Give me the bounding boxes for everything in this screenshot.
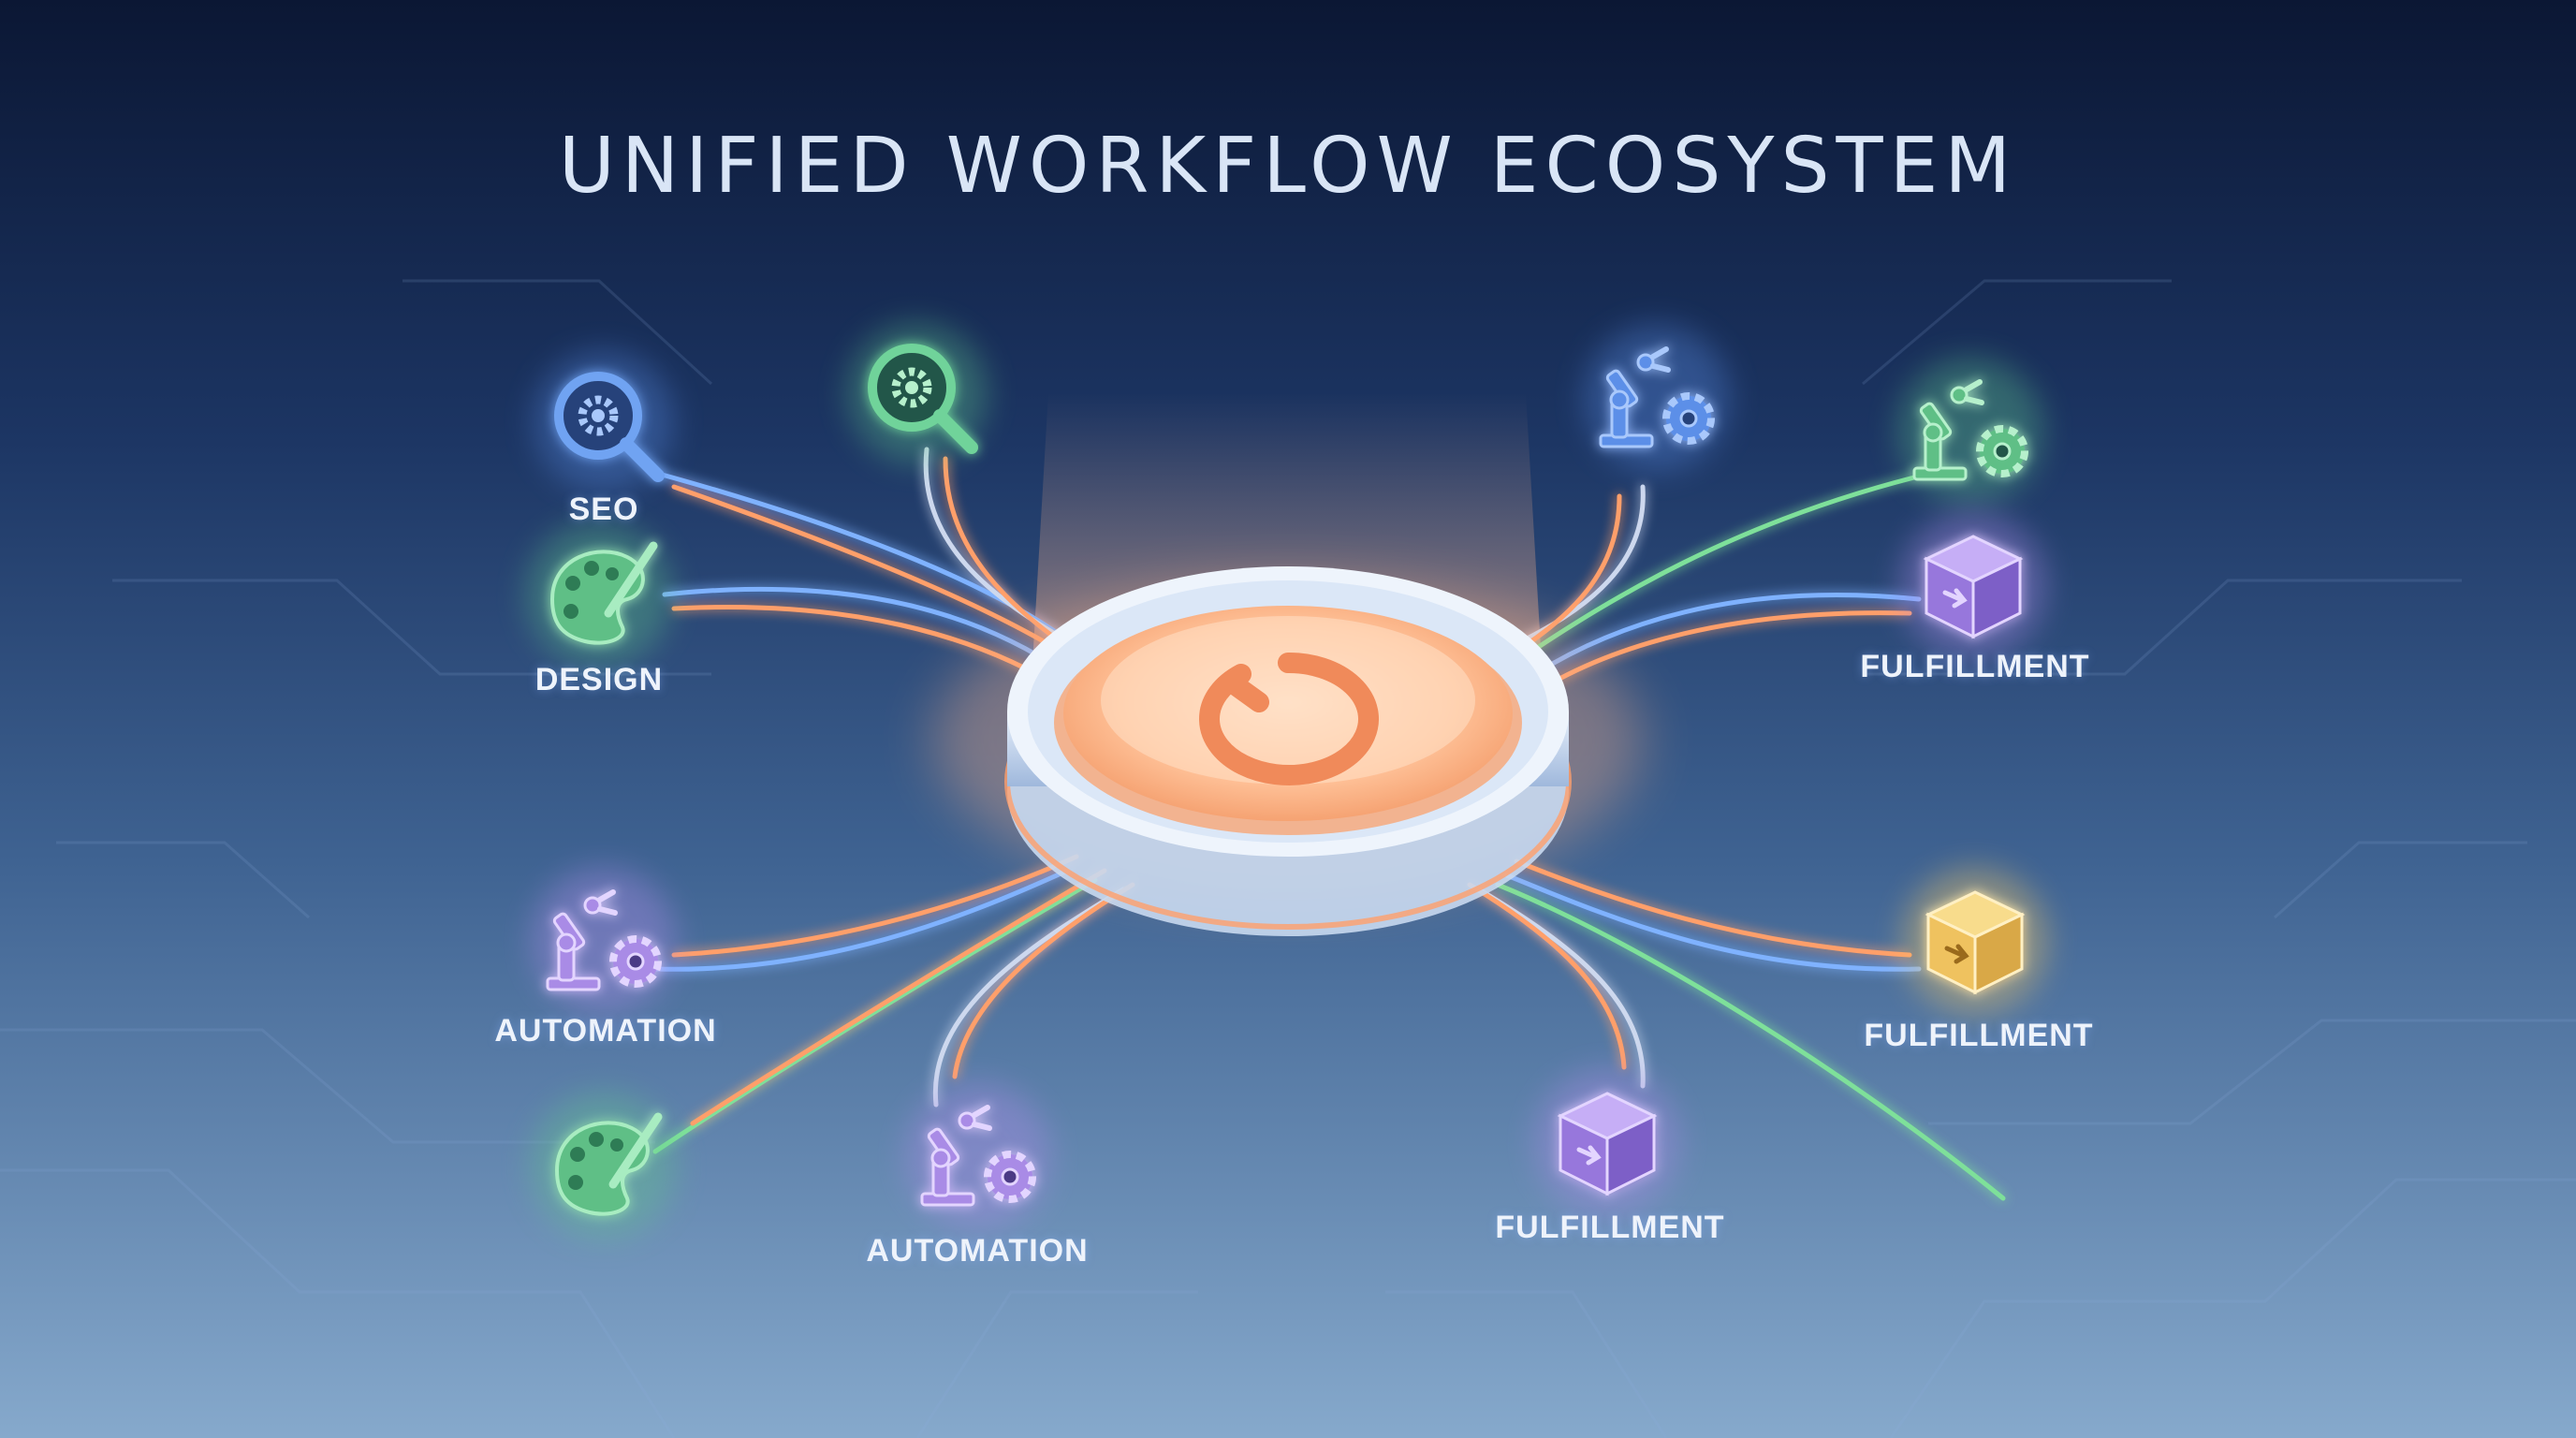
- package-box-icon: [1557, 1092, 1658, 1196]
- central-hub[interactable]: [932, 566, 1644, 936]
- package-box-icon: [1925, 890, 2026, 995]
- node-automation-top-right[interactable]: [1897, 358, 2043, 504]
- node-automation-top[interactable]: [1584, 325, 1730, 471]
- page-title: UNIFIED WORKFLOW ECOSYSTEM: [559, 122, 2017, 211]
- connector-design-unlabeled-orange: [690, 868, 1107, 1126]
- node-fulfillment-bottom[interactable]: [1534, 1069, 1680, 1215]
- connector-automation-left: [652, 868, 1070, 972]
- node-seo[interactable]: [534, 351, 674, 492]
- node-label-fulfillment-top: FULFILLMENT: [1860, 649, 2090, 684]
- node-design-unlabeled[interactable]: [531, 1093, 677, 1239]
- node-label-fulfillment-bottom: FULFILLMENT: [1495, 1210, 1725, 1245]
- node-seo-unlabeled[interactable]: [847, 323, 988, 463]
- connector-fulfillment-right: [1504, 873, 1922, 972]
- node-label-design: DESIGN: [534, 662, 664, 697]
- node-fulfillment-top[interactable]: [1900, 512, 2046, 658]
- node-label-fulfillment-right: FULFILLMENT: [1864, 1018, 2094, 1053]
- connector-open-end: [1495, 882, 2006, 1201]
- node-automation-bottom[interactable]: [905, 1083, 1051, 1229]
- node-design[interactable]: [526, 521, 672, 668]
- node-label-automation-bottom: AUTOMATION: [866, 1233, 1089, 1269]
- robot-arm-gear-icon: [1912, 379, 2028, 481]
- palette-icon: [554, 1112, 663, 1216]
- node-automation-left[interactable]: [531, 868, 677, 1014]
- circuit-background: [0, 279, 2576, 1438]
- node-label-automation-left: AUTOMATION: [494, 1013, 717, 1049]
- magnifier-gear-icon: [554, 372, 665, 482]
- connector-fulfillment-right-orange: [1514, 858, 1912, 958]
- node-label-seo: SEO: [568, 492, 639, 527]
- connector-fulfillment-bottom-orange: [1467, 882, 1627, 1070]
- power-icon: [1199, 652, 1379, 785]
- connector-automation-left-orange: [671, 854, 1079, 958]
- palette-icon: [549, 541, 658, 645]
- connector-automation-bottom-orange: [952, 882, 1135, 1079]
- node-fulfillment-right[interactable]: [1902, 868, 2048, 1014]
- robot-arm-gear-icon: [546, 889, 662, 991]
- connector-automation-bottom: [932, 887, 1126, 1108]
- package-box-icon: [1923, 535, 2024, 639]
- robot-arm-gear-icon: [920, 1105, 1036, 1207]
- robot-arm-gear-icon: [1599, 346, 1715, 448]
- magnifier-gear-icon: [868, 344, 978, 454]
- connector-automation-top-right: [1523, 475, 1917, 658]
- connector-design-unlabeled: [652, 877, 1098, 1154]
